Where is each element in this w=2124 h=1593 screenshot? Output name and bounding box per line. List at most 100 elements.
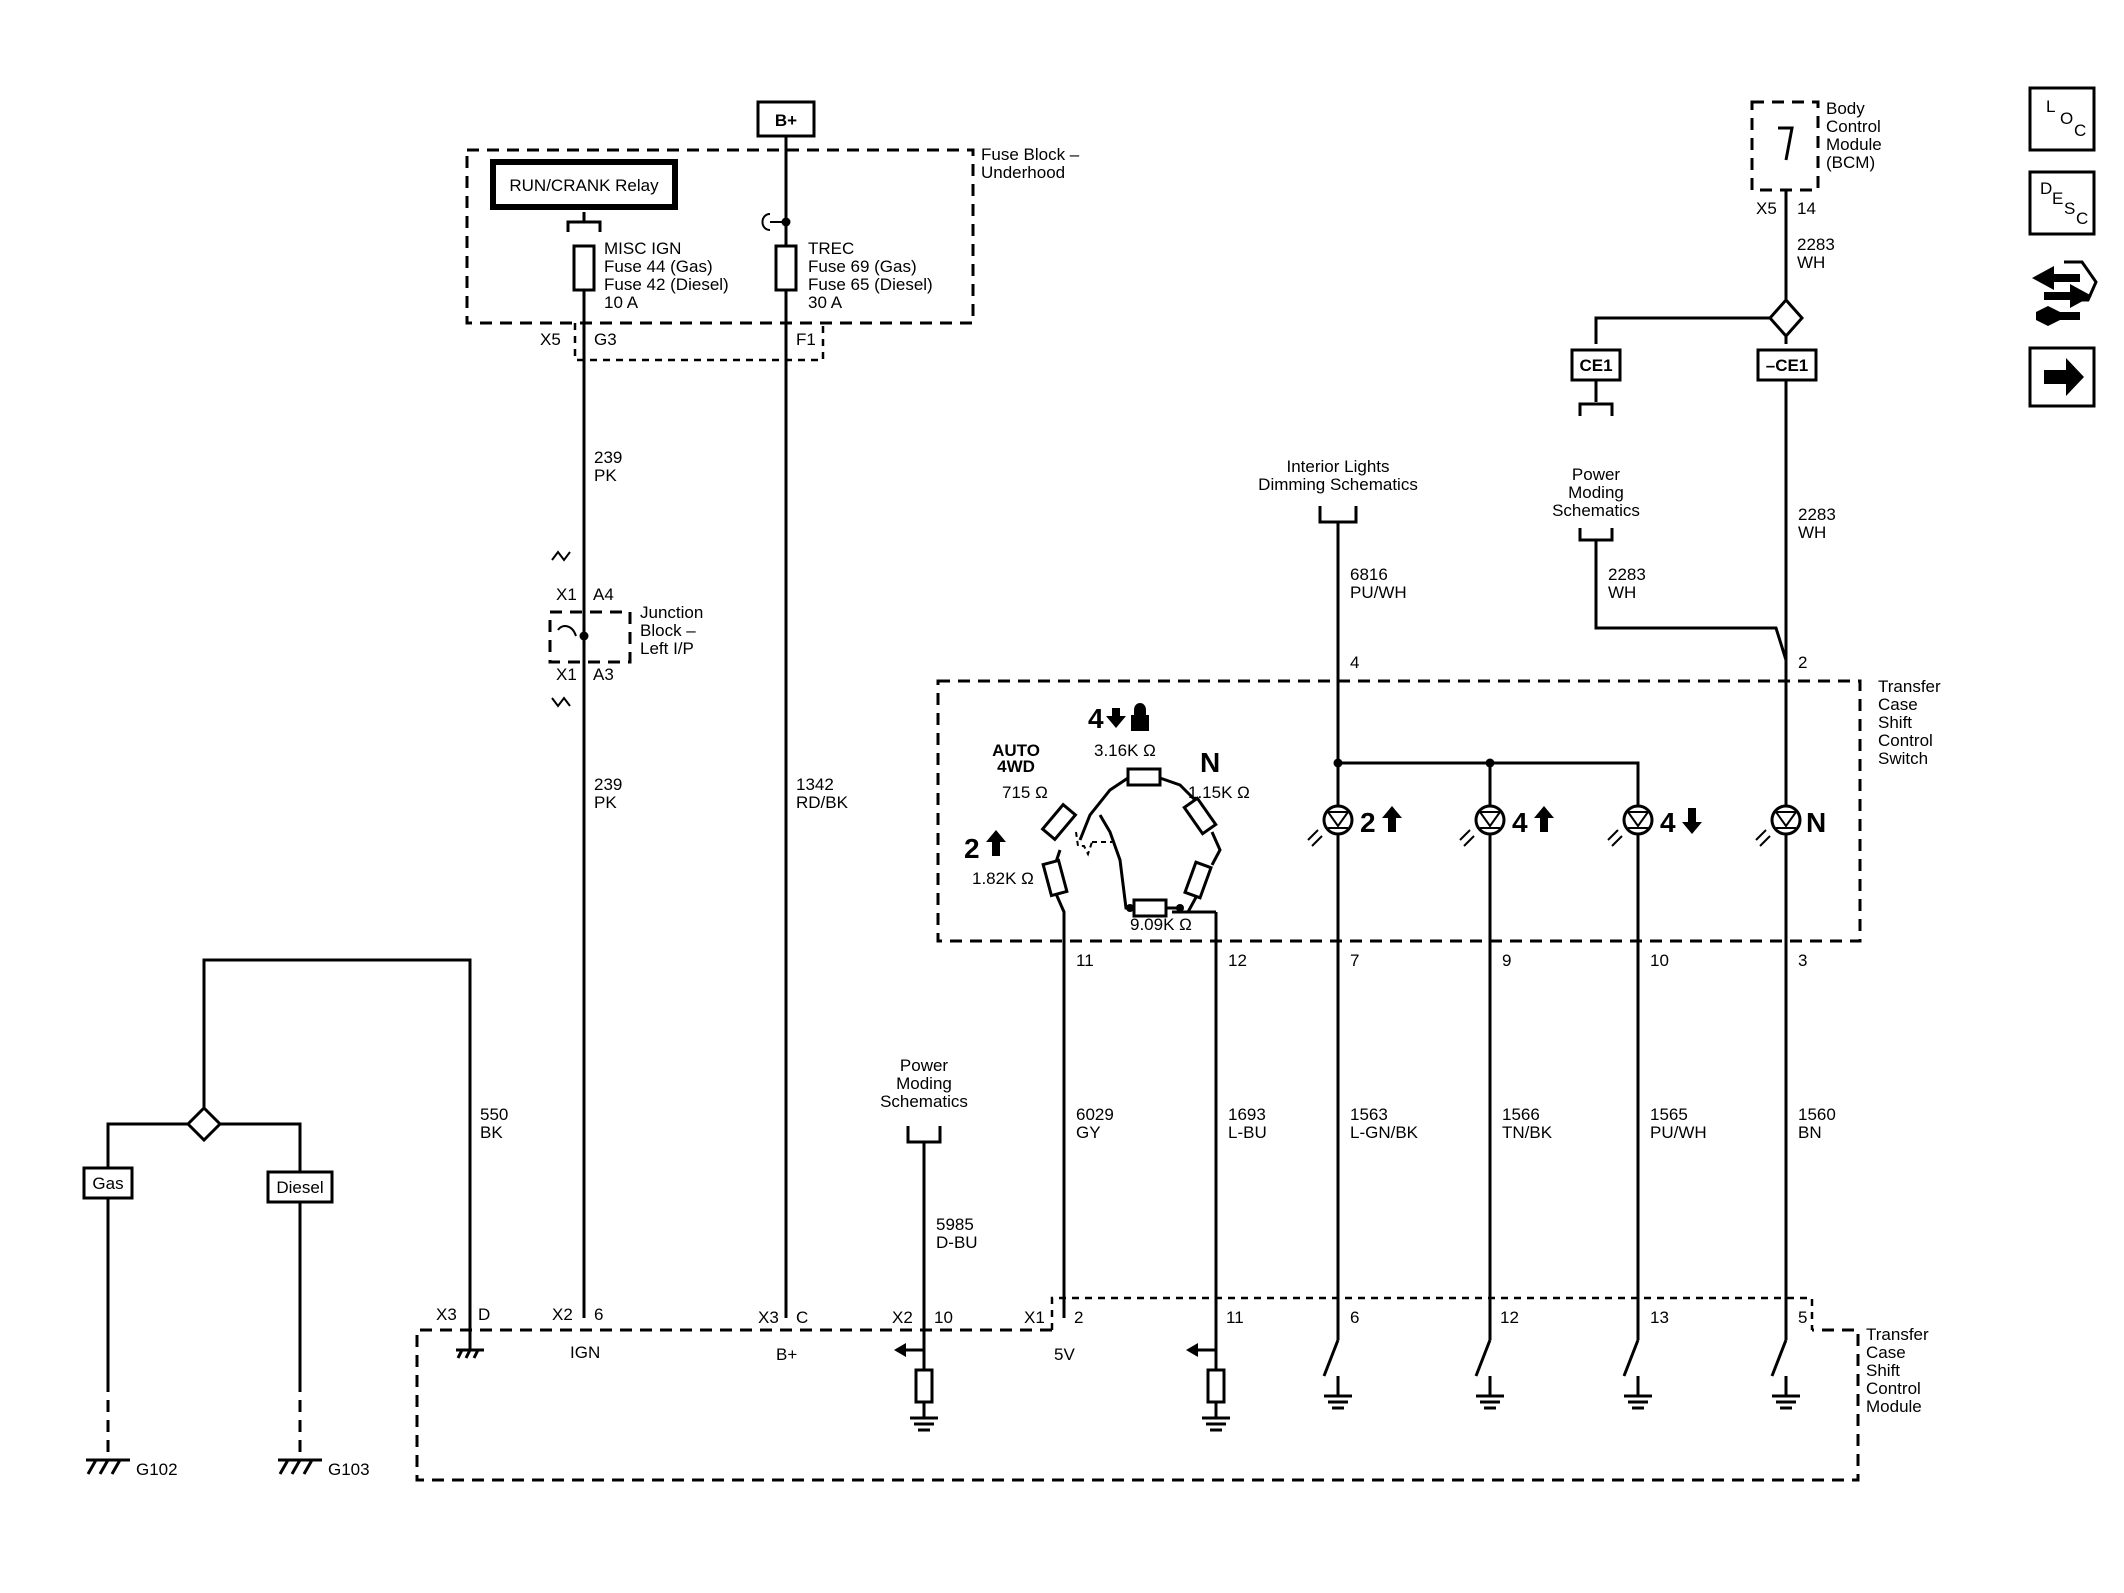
svg-text:2283: 2283 (1798, 505, 1836, 524)
wire-5985: 5985 D-BU (936, 1215, 978, 1252)
svg-text:Fuse 65 (Diesel): Fuse 65 (Diesel) (808, 275, 933, 294)
svg-text:MISC IGN: MISC IGN (604, 239, 681, 258)
input-circuit-11 (1186, 1318, 1230, 1432)
svg-text:PK: PK (594, 466, 617, 485)
svg-text:O: O (2060, 109, 2073, 128)
ground-g102-label: G102 (136, 1460, 178, 1479)
wire-1563: 1563 L-GN/BK (1350, 1105, 1419, 1142)
desc-icon[interactable]: D E S C (2028, 170, 2096, 236)
connector-tool-icon[interactable] (2032, 260, 2098, 326)
auto-4wd-label: AUTO 4WD (992, 741, 1040, 776)
loc-icon[interactable]: L O C (2028, 86, 2096, 152)
misc-ign-fuse (572, 244, 596, 292)
svg-text:Shift: Shift (1878, 713, 1912, 732)
led-2hi-label: 2 (1360, 807, 1376, 838)
fuse-block-title-1: Fuse Block – (981, 145, 1080, 164)
bcm-x5: X5 (1756, 199, 1777, 218)
svg-text:Switch: Switch (1878, 749, 1928, 768)
switch-input-13 (1622, 1318, 1652, 1410)
wire-1565: 1565 PU/WH (1650, 1105, 1707, 1142)
mod-ign: IGN (570, 1343, 600, 1362)
svg-text:Fuse 42 (Diesel): Fuse 42 (Diesel) (604, 275, 729, 294)
mod-c: C (796, 1308, 808, 1327)
svg-text:WH: WH (1798, 523, 1826, 542)
b-plus-label: B+ (775, 111, 797, 130)
b-plus-source (756, 100, 816, 138)
r715-label: 715 Ω (1002, 783, 1048, 802)
wire-1693: 1693 L-BU (1228, 1105, 1267, 1142)
switch-pin11: 11 (1076, 951, 1094, 970)
svg-text:1563: 1563 (1350, 1105, 1388, 1124)
svg-text:L-BU: L-BU (1228, 1123, 1267, 1142)
svg-text:Control: Control (1878, 731, 1933, 750)
mod-d: D (478, 1305, 490, 1324)
svg-text:GY: GY (1076, 1123, 1101, 1142)
svg-text:2283: 2283 (1797, 235, 1835, 254)
mod-x1: X1 (1024, 1308, 1045, 1327)
svg-text:PK: PK (594, 793, 617, 812)
svg-text:E: E (2052, 189, 2063, 208)
svg-text:6816: 6816 (1350, 565, 1388, 584)
led-4hi (1459, 804, 1506, 847)
resistor-ladder (1040, 767, 1222, 935)
jb-a3: A3 (593, 665, 614, 684)
mod-p13: 13 (1650, 1308, 1669, 1327)
mod-bplus: B+ (776, 1345, 797, 1364)
ce1-neg-connector (1756, 348, 1818, 382)
led-4lo-arrow (1682, 808, 1702, 834)
svg-text:Transfer: Transfer (1866, 1325, 1929, 1344)
wire-550: 550 BK (480, 1105, 508, 1142)
switch-input-6 (1322, 1318, 1352, 1410)
pos-n: N (1200, 747, 1220, 778)
svg-text:Left I/P: Left I/P (640, 639, 694, 658)
r909-label: 9.09K Ω (1130, 915, 1192, 934)
svg-text:Power: Power (1572, 465, 1621, 484)
svg-text:PU/WH: PU/WH (1650, 1123, 1707, 1142)
led-4hi-arrow (1534, 806, 1554, 832)
svg-text:Shift: Shift (1866, 1361, 1900, 1380)
next-arrow-icon[interactable] (2028, 346, 2096, 408)
svg-text:Block –: Block – (640, 621, 696, 640)
r316-label: 3.16K Ω (1094, 741, 1156, 760)
wire-6816: 6816 PU/WH (1350, 565, 1407, 602)
power-moding-ref-1: Power Moding Schematics (1552, 465, 1640, 520)
svg-text:Fuse 69 (Gas): Fuse 69 (Gas) (808, 257, 917, 276)
mod-x2b: X2 (892, 1308, 913, 1327)
wire-1342: 1342 RD/BK (796, 775, 849, 812)
interior-lights-ref: Interior Lights Dimming Schematics (1258, 457, 1418, 494)
svg-text:5985: 5985 (936, 1215, 974, 1234)
junction-block-outline (548, 610, 632, 664)
svg-text:1560: 1560 (1798, 1105, 1836, 1124)
svg-text:PU/WH: PU/WH (1350, 583, 1407, 602)
ce1-connector (1570, 348, 1622, 382)
mod-5v: 5V (1054, 1345, 1075, 1364)
pos-4lo-arrow (1106, 708, 1126, 728)
fuse-f1: F1 (796, 330, 816, 349)
ground-splice-diamond (185, 1105, 223, 1143)
svg-text:Moding: Moding (896, 1074, 952, 1093)
misc-ign-label: MISC IGN Fuse 44 (Gas) Fuse 42 (Diesel) … (604, 239, 729, 312)
wire-2283-pm: 2283 WH (1608, 565, 1646, 602)
svg-text:Case: Case (1866, 1343, 1906, 1362)
switch-label: Transfer Case Shift Control Switch (1878, 677, 1941, 768)
svg-text:1693: 1693 (1228, 1105, 1266, 1124)
pos-2hi-num: 2 (964, 833, 980, 864)
jb-x1a: X1 (556, 585, 577, 604)
pos-2hi-arrow (986, 830, 1006, 856)
svg-text:Schematics: Schematics (1552, 501, 1640, 520)
led-4hi-label: 4 (1512, 807, 1528, 838)
pos-4lo-num: 4 (1088, 703, 1104, 734)
svg-text:Case: Case (1878, 695, 1918, 714)
pos-4lo-lock-icon (1131, 703, 1149, 731)
power-moding-ref-2: Power Moding Schematics (880, 1056, 968, 1111)
svg-text:WH: WH (1797, 253, 1825, 272)
svg-text:1565: 1565 (1650, 1105, 1688, 1124)
svg-text:Interior Lights: Interior Lights (1287, 457, 1390, 476)
module-outline (415, 1328, 1860, 1482)
switch-pin12: 12 (1228, 951, 1247, 970)
svg-text:Diesel: Diesel (276, 1178, 323, 1197)
svg-text:Dimming Schematics: Dimming Schematics (1258, 475, 1418, 494)
svg-text:550: 550 (480, 1105, 508, 1124)
mod-p5: 5 (1798, 1308, 1807, 1327)
